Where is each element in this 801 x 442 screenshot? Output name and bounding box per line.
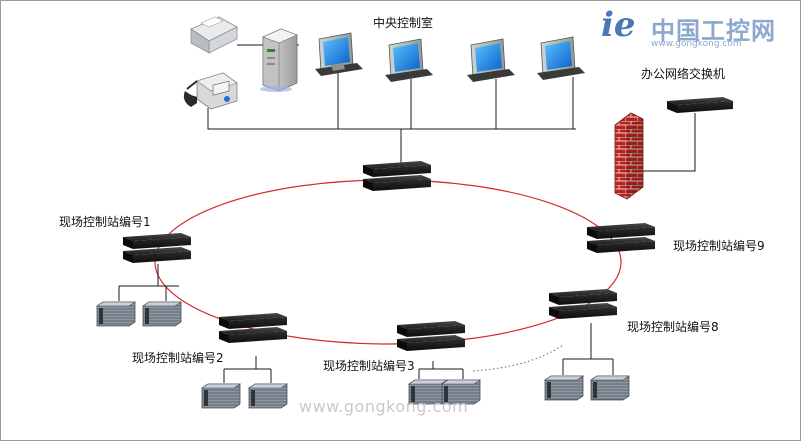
control-room-label: 中央控制室 — [373, 16, 434, 30]
plc-rack-icon — [201, 383, 241, 409]
telephone-icon — [183, 72, 238, 110]
station-8-label: 现场控制站编号8 — [627, 320, 719, 334]
printer-icon — [190, 16, 238, 54]
plc-rack-icon — [590, 375, 630, 401]
plc-rack-icon — [441, 379, 481, 405]
controller-group — [96, 301, 630, 409]
station-3-switch-icon — [397, 321, 465, 351]
station-9-label: 现场控制站编号9 — [673, 239, 765, 253]
core-switch-icon — [363, 161, 431, 191]
logo-url: www.gongkong.com — [651, 39, 742, 49]
logo-name: 中国工控网 — [651, 17, 776, 45]
station-8-switch-icon — [549, 289, 617, 319]
workstation-icon — [467, 38, 515, 82]
workstation-icon — [537, 36, 585, 80]
station-1-switch-icon — [123, 233, 191, 263]
dotted-link — [472, 344, 564, 372]
station-2-switch-icon — [219, 313, 287, 343]
station-2-label: 现场控制站编号2 — [132, 351, 224, 365]
watermark: www.gongkong.com — [299, 397, 469, 416]
plc-rack-icon — [408, 379, 448, 405]
office-switch-label: 办公网络交换机 — [641, 67, 726, 81]
station-3-label: 现场控制站编号3 — [323, 359, 415, 373]
server-tower-icon — [260, 28, 298, 92]
station-cabling — [118, 264, 614, 383]
control-room-cabling — [207, 44, 696, 172]
logo-mark: ie — [601, 5, 636, 45]
plc-rack-icon — [544, 375, 584, 401]
plc-rack-icon — [142, 301, 182, 327]
firewall-icon — [614, 112, 644, 200]
station-9-switch-icon — [587, 223, 655, 253]
office-switch-icon — [667, 97, 733, 113]
plc-rack-icon — [96, 301, 136, 327]
workstation-icon — [315, 32, 363, 76]
plc-rack-icon — [248, 383, 288, 409]
switch-group — [123, 161, 655, 351]
workstation-icon — [385, 38, 433, 82]
station-1-label: 现场控制站编号1 — [59, 215, 151, 229]
